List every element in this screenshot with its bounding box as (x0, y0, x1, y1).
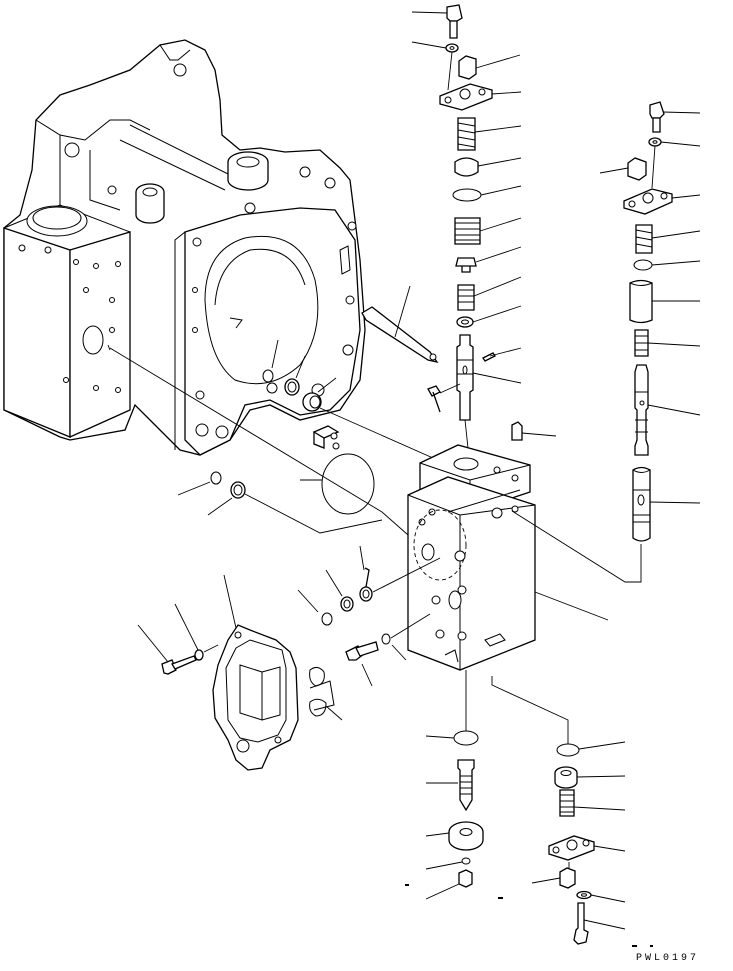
plug-bolt-lower (345, 613, 431, 687)
control-valve-body (407, 444, 609, 671)
union-fitting (359, 545, 441, 602)
seal-ring-2 (207, 481, 383, 534)
o-ring-small-3 (297, 589, 333, 626)
spool-stack-upper (411, 4, 557, 449)
valve-cover (212, 574, 299, 771)
o-ring-small-1 (262, 339, 279, 383)
spool-stack-lower-right (491, 676, 653, 947)
transmission-housing (3, 39, 366, 456)
drawing-code: PWL0197 (636, 953, 700, 964)
cover-washer (174, 603, 219, 661)
gasket-large (300, 453, 375, 515)
seal-ring-1 (284, 355, 306, 396)
o-ring-small-2 (177, 471, 222, 496)
pipe-tube (361, 285, 439, 363)
gasket-plate (312, 425, 340, 450)
bushing-1 (302, 377, 337, 412)
cover-bolt (137, 624, 197, 675)
spool-stack-lower (405, 670, 484, 900)
spool-stack-right (511, 101, 701, 583)
seal-ring-3 (325, 569, 354, 612)
gasket-plates-lower (309, 666, 343, 721)
